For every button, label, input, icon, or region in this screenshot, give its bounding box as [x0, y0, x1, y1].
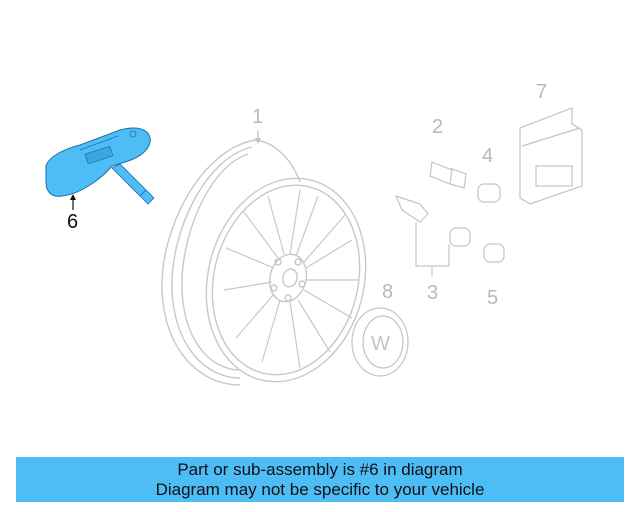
- wheel-bolt-part[interactable]: [429, 161, 467, 189]
- lock-bolt-part[interactable]: [394, 195, 471, 247]
- callout-7: 7: [536, 81, 548, 103]
- parts-diagram: W: [45, 107, 583, 399]
- callout-5: 5: [487, 287, 499, 309]
- callout-1: 1: [252, 106, 264, 128]
- banner-line-part-number: Part or sub-assembly is #6 in diagram: [177, 459, 463, 479]
- callout-2: 2: [432, 116, 444, 138]
- tire-pressure-sensor-part[interactable]: [45, 127, 155, 205]
- lock-cap-part[interactable]: [483, 243, 505, 263]
- control-module-part[interactable]: [519, 107, 583, 205]
- bolt-cap-part[interactable]: [477, 183, 501, 203]
- callout-6: 6: [67, 211, 79, 233]
- callout-8: 8: [382, 281, 394, 303]
- wheel-part[interactable]: [161, 139, 387, 399]
- svg-text:W: W: [371, 333, 390, 355]
- banner-line-disclaimer: Diagram may not be specific to your vehi…: [155, 479, 485, 499]
- callout-4: 4: [482, 145, 494, 167]
- callout-3: 3: [427, 282, 439, 304]
- info-banner: Part or sub-assembly is #6 in diagram Di…: [16, 457, 624, 502]
- center-cap-part[interactable]: W: [351, 307, 409, 377]
